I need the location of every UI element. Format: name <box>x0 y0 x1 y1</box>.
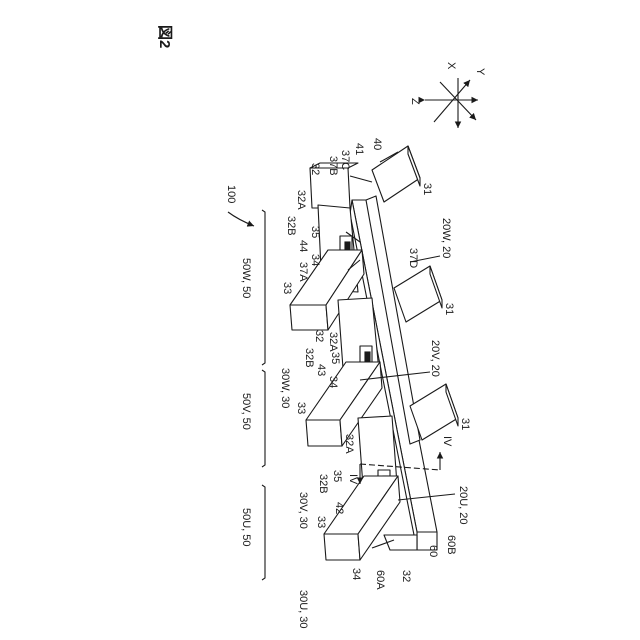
label-42: 42 <box>333 502 345 514</box>
label-32a-u: 32A <box>343 434 355 454</box>
label-iv-2: IV <box>441 436 453 447</box>
label-32b-u: 32B <box>317 474 329 494</box>
axis-z-label: Z <box>409 98 421 105</box>
label-40: 40 <box>371 138 383 150</box>
label-60a: 60A <box>374 570 386 590</box>
assembly-leader <box>228 212 254 226</box>
axis-y-label: Y <box>474 68 486 76</box>
label-33-w: 33 <box>281 282 293 294</box>
label-60: 60 <box>427 545 439 557</box>
label-32b-w: 32B <box>285 216 297 236</box>
label-37a: 37A <box>297 262 309 282</box>
label-32-w: 32 <box>309 163 321 175</box>
terminal-31-middle <box>394 266 442 322</box>
label-20u: 20U, 20 <box>457 486 469 525</box>
group-brackets: 50W, 50 50V, 50 50U, 50 <box>240 210 265 580</box>
terminal-31-top <box>372 146 420 202</box>
label-34-w: 34 <box>309 254 321 266</box>
label-30v: 30V, 30 <box>297 492 309 529</box>
label-34-v: 34 <box>327 376 339 388</box>
label-30u: 30U, 30 <box>297 590 309 629</box>
label-31b: 31 <box>443 303 455 315</box>
axis-triad: X Y Z <box>409 62 486 128</box>
label-37d: 37D <box>407 248 419 268</box>
label-35-w: 35 <box>309 226 321 238</box>
label-32-u: 32 <box>400 570 412 582</box>
label-30w: 30W, 30 <box>279 368 291 408</box>
label-31a: 31 <box>421 183 433 195</box>
label-35-v: 35 <box>329 352 341 364</box>
label-37b: 37B <box>327 156 339 176</box>
label-32a-v: 32A <box>327 332 339 352</box>
label-20w: 20W, 20 <box>440 218 452 258</box>
group-label-w: 50W, 50 <box>240 258 252 298</box>
label-34-u: 34 <box>350 568 362 580</box>
label-37c: 37C <box>339 150 351 170</box>
label-32-v: 32 <box>313 330 325 342</box>
label-35-u: 35 <box>331 470 343 482</box>
label-33-u: 33 <box>315 516 327 528</box>
label-41: 41 <box>353 143 365 155</box>
label-60b: 60B <box>445 535 457 555</box>
label-44: 44 <box>297 240 309 252</box>
label-31c: 31 <box>459 418 471 430</box>
group-label-v: 50V, 50 <box>240 393 252 430</box>
group-label-u: 50U, 50 <box>240 508 252 547</box>
figure-title: 図2 <box>156 25 173 48</box>
label-32a-w: 32A <box>295 190 307 210</box>
assembly-label: 100 <box>225 185 237 203</box>
label-32b-v: 32B <box>303 348 315 368</box>
label-20v: 20V, 20 <box>429 340 441 377</box>
label-43: 43 <box>315 364 327 376</box>
axis-x-label: X <box>445 62 457 70</box>
label-iv-1: IV <box>347 474 359 485</box>
label-33-v: 33 <box>295 402 307 414</box>
